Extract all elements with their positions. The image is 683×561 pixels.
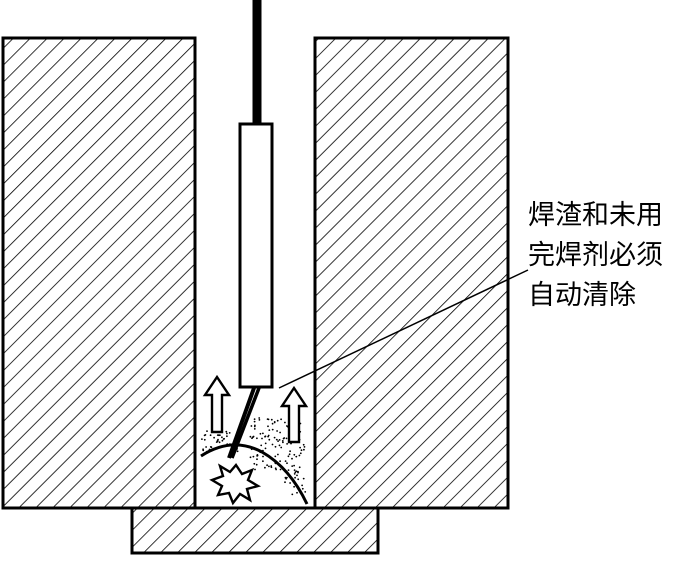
left-mold-block — [1, 36, 197, 510]
annotation-line-3: 自动清除 — [528, 280, 636, 311]
up-arrow-icon — [202, 374, 232, 434]
electrode-holder — [238, 122, 274, 389]
annotation-line-2: 完焊剂必须 — [528, 240, 663, 271]
weld-pool-surface — [200, 443, 309, 505]
flux-particles — [201, 417, 307, 496]
right-mold-block — [313, 36, 510, 510]
annotation-line-1: 焊渣和未用 — [528, 200, 663, 231]
base-plate — [130, 506, 380, 555]
annotation-leader-line — [278, 269, 529, 389]
arc-spark-icon — [209, 463, 262, 506]
up-arrow-icon — [279, 385, 309, 444]
